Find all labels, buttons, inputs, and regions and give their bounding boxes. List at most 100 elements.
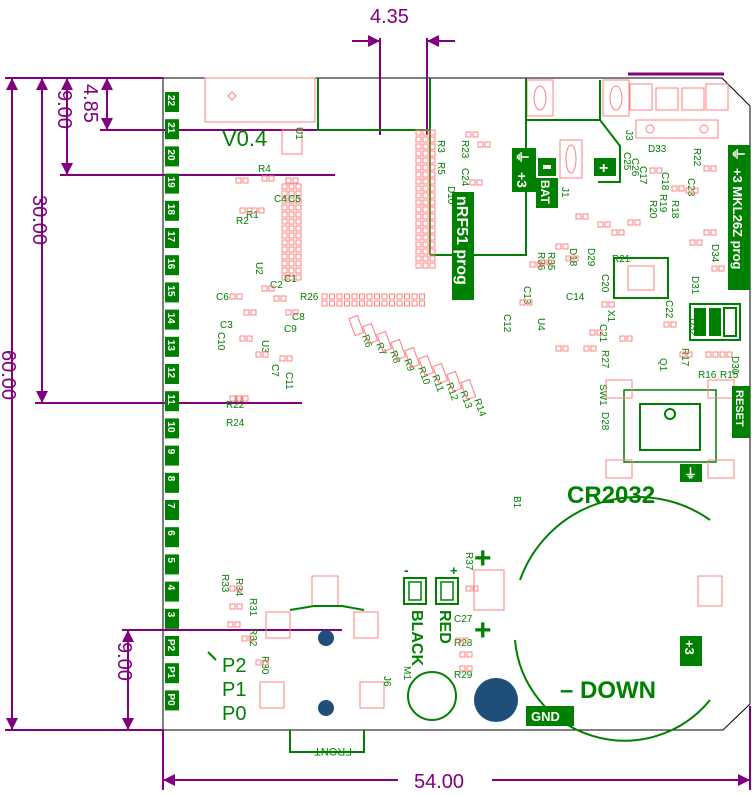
mkl26z-prog-box	[728, 145, 750, 290]
svg-text:22: 22	[165, 95, 176, 107]
black-pad	[403, 577, 427, 605]
dim-9-00-bottom-label: 9.00	[113, 642, 135, 681]
d32-ref: D32	[687, 318, 698, 337]
r22-ref: R22	[691, 148, 702, 167]
dim-4-85-label: 4.85	[79, 84, 101, 123]
svg-text:P1: P1	[165, 666, 176, 679]
r33-ref: R33	[219, 574, 230, 593]
r18-ref: R18	[669, 200, 680, 219]
red-pad	[435, 577, 459, 605]
ground-symbol-j1: ⏚	[514, 150, 530, 164]
cr2032-label: CR2032	[567, 482, 655, 509]
nrf51-prog-box	[452, 192, 474, 300]
bat-label: BAT	[538, 180, 552, 204]
dim-30-00-label: 30.00	[28, 195, 50, 245]
buzzer-outline	[407, 671, 457, 721]
d30-ref: D30	[729, 356, 740, 375]
svg-text:14: 14	[165, 313, 176, 325]
r15-ref: R15	[720, 370, 739, 381]
mkl26z-prog-label: +3 MKL26Z prog	[730, 168, 745, 270]
c1-ref: C1	[284, 274, 297, 285]
svg-text:7: 7	[165, 503, 176, 509]
battery-plus-top: +	[474, 542, 492, 575]
j1-connector	[525, 78, 630, 183]
pin-label-21: 21	[165, 119, 179, 140]
svg-text:13: 13	[165, 340, 176, 352]
u3-ref: U3	[259, 340, 270, 353]
svg-text:3: 3	[165, 612, 176, 618]
pin-label-14: 14	[165, 309, 179, 330]
plus3-box-b	[680, 636, 702, 666]
c11-ref: C11	[283, 372, 294, 390]
pin-label-18: 18	[165, 200, 179, 221]
reset-box	[732, 386, 750, 438]
m1-ref: M1	[401, 666, 412, 680]
pin-label-p2: P2	[165, 636, 179, 656]
svg-text:17: 17	[165, 231, 176, 243]
pin-label-9: 9	[165, 445, 179, 466]
pin-label-15: 15	[165, 282, 179, 303]
pin-label-p1: P1	[165, 663, 179, 684]
r21-ref: R21	[612, 254, 631, 265]
led-bank	[689, 303, 741, 341]
svg-text:9: 9	[165, 449, 176, 455]
pin-label-17: 17	[165, 228, 179, 248]
c18-ref: C18	[659, 172, 670, 191]
pin-label-19: 19	[165, 173, 179, 194]
r5-ref: R5	[435, 162, 446, 175]
c5-ref: C5	[288, 194, 301, 205]
dim-9-00-top-label: 9.00	[53, 90, 75, 129]
r24-ref: R24	[226, 418, 245, 429]
d33-ref: D33	[648, 144, 667, 155]
red-plus: +	[450, 563, 458, 578]
dim-4-35-label: 4.35	[370, 6, 409, 28]
r1-ref: R1	[246, 210, 259, 221]
svg-text:10: 10	[165, 421, 176, 433]
j3-ref: J3	[623, 130, 634, 141]
r19-ref: R19	[657, 194, 668, 213]
svg-text:19: 19	[165, 177, 176, 189]
pin-label-8: 8	[165, 472, 179, 493]
r9-ref: R9	[401, 357, 416, 373]
red-label: RED	[436, 610, 453, 644]
c22-ref: C22	[663, 300, 674, 319]
svg-text:6: 6	[165, 530, 176, 536]
pin-label-p0: P0	[165, 690, 179, 711]
c14-ref: C14	[566, 292, 585, 303]
gnd-label: GND	[531, 709, 560, 724]
c27-ref: C27	[454, 614, 473, 625]
nrf51-prog-label: nRF51 prog	[453, 196, 470, 285]
plus3-box-a	[512, 148, 536, 192]
q1-ref: Q1	[657, 358, 668, 372]
plus-sign-j1: +	[599, 160, 608, 177]
c24-ref: C24	[459, 168, 470, 187]
svg-text:4: 4	[165, 585, 176, 591]
j1-ref: J1	[559, 187, 570, 198]
reset-label: RESET	[733, 390, 745, 427]
down-label: – DOWN	[560, 677, 656, 704]
plus3-label-a: +3	[514, 172, 530, 188]
b1-ref: B1	[511, 496, 522, 509]
r26-ref: R26	[300, 292, 319, 303]
svg-text:5: 5	[165, 557, 176, 563]
r29-ref: R29	[454, 670, 473, 681]
d28-ref: D28	[599, 412, 610, 431]
c13-ref: C13	[521, 286, 532, 305]
svg-text:16: 16	[165, 258, 176, 270]
pin-label-7: 7	[165, 500, 179, 520]
pin-label-4: 4	[165, 581, 179, 602]
reset-button	[605, 379, 735, 479]
dim-60-00-label: 60.00	[0, 350, 19, 400]
r31-ref: R31	[247, 598, 258, 617]
black-minus: -	[404, 562, 409, 578]
c20-ref: C20	[599, 274, 610, 293]
u4-ref: U4	[535, 318, 546, 331]
r27-ref: R27	[599, 350, 610, 369]
pin-label-10: 10	[165, 418, 179, 439]
d29-ref: D29	[585, 248, 596, 267]
svg-text:11: 11	[165, 394, 176, 405]
ground-symbol-battery: ⏚	[684, 466, 697, 481]
